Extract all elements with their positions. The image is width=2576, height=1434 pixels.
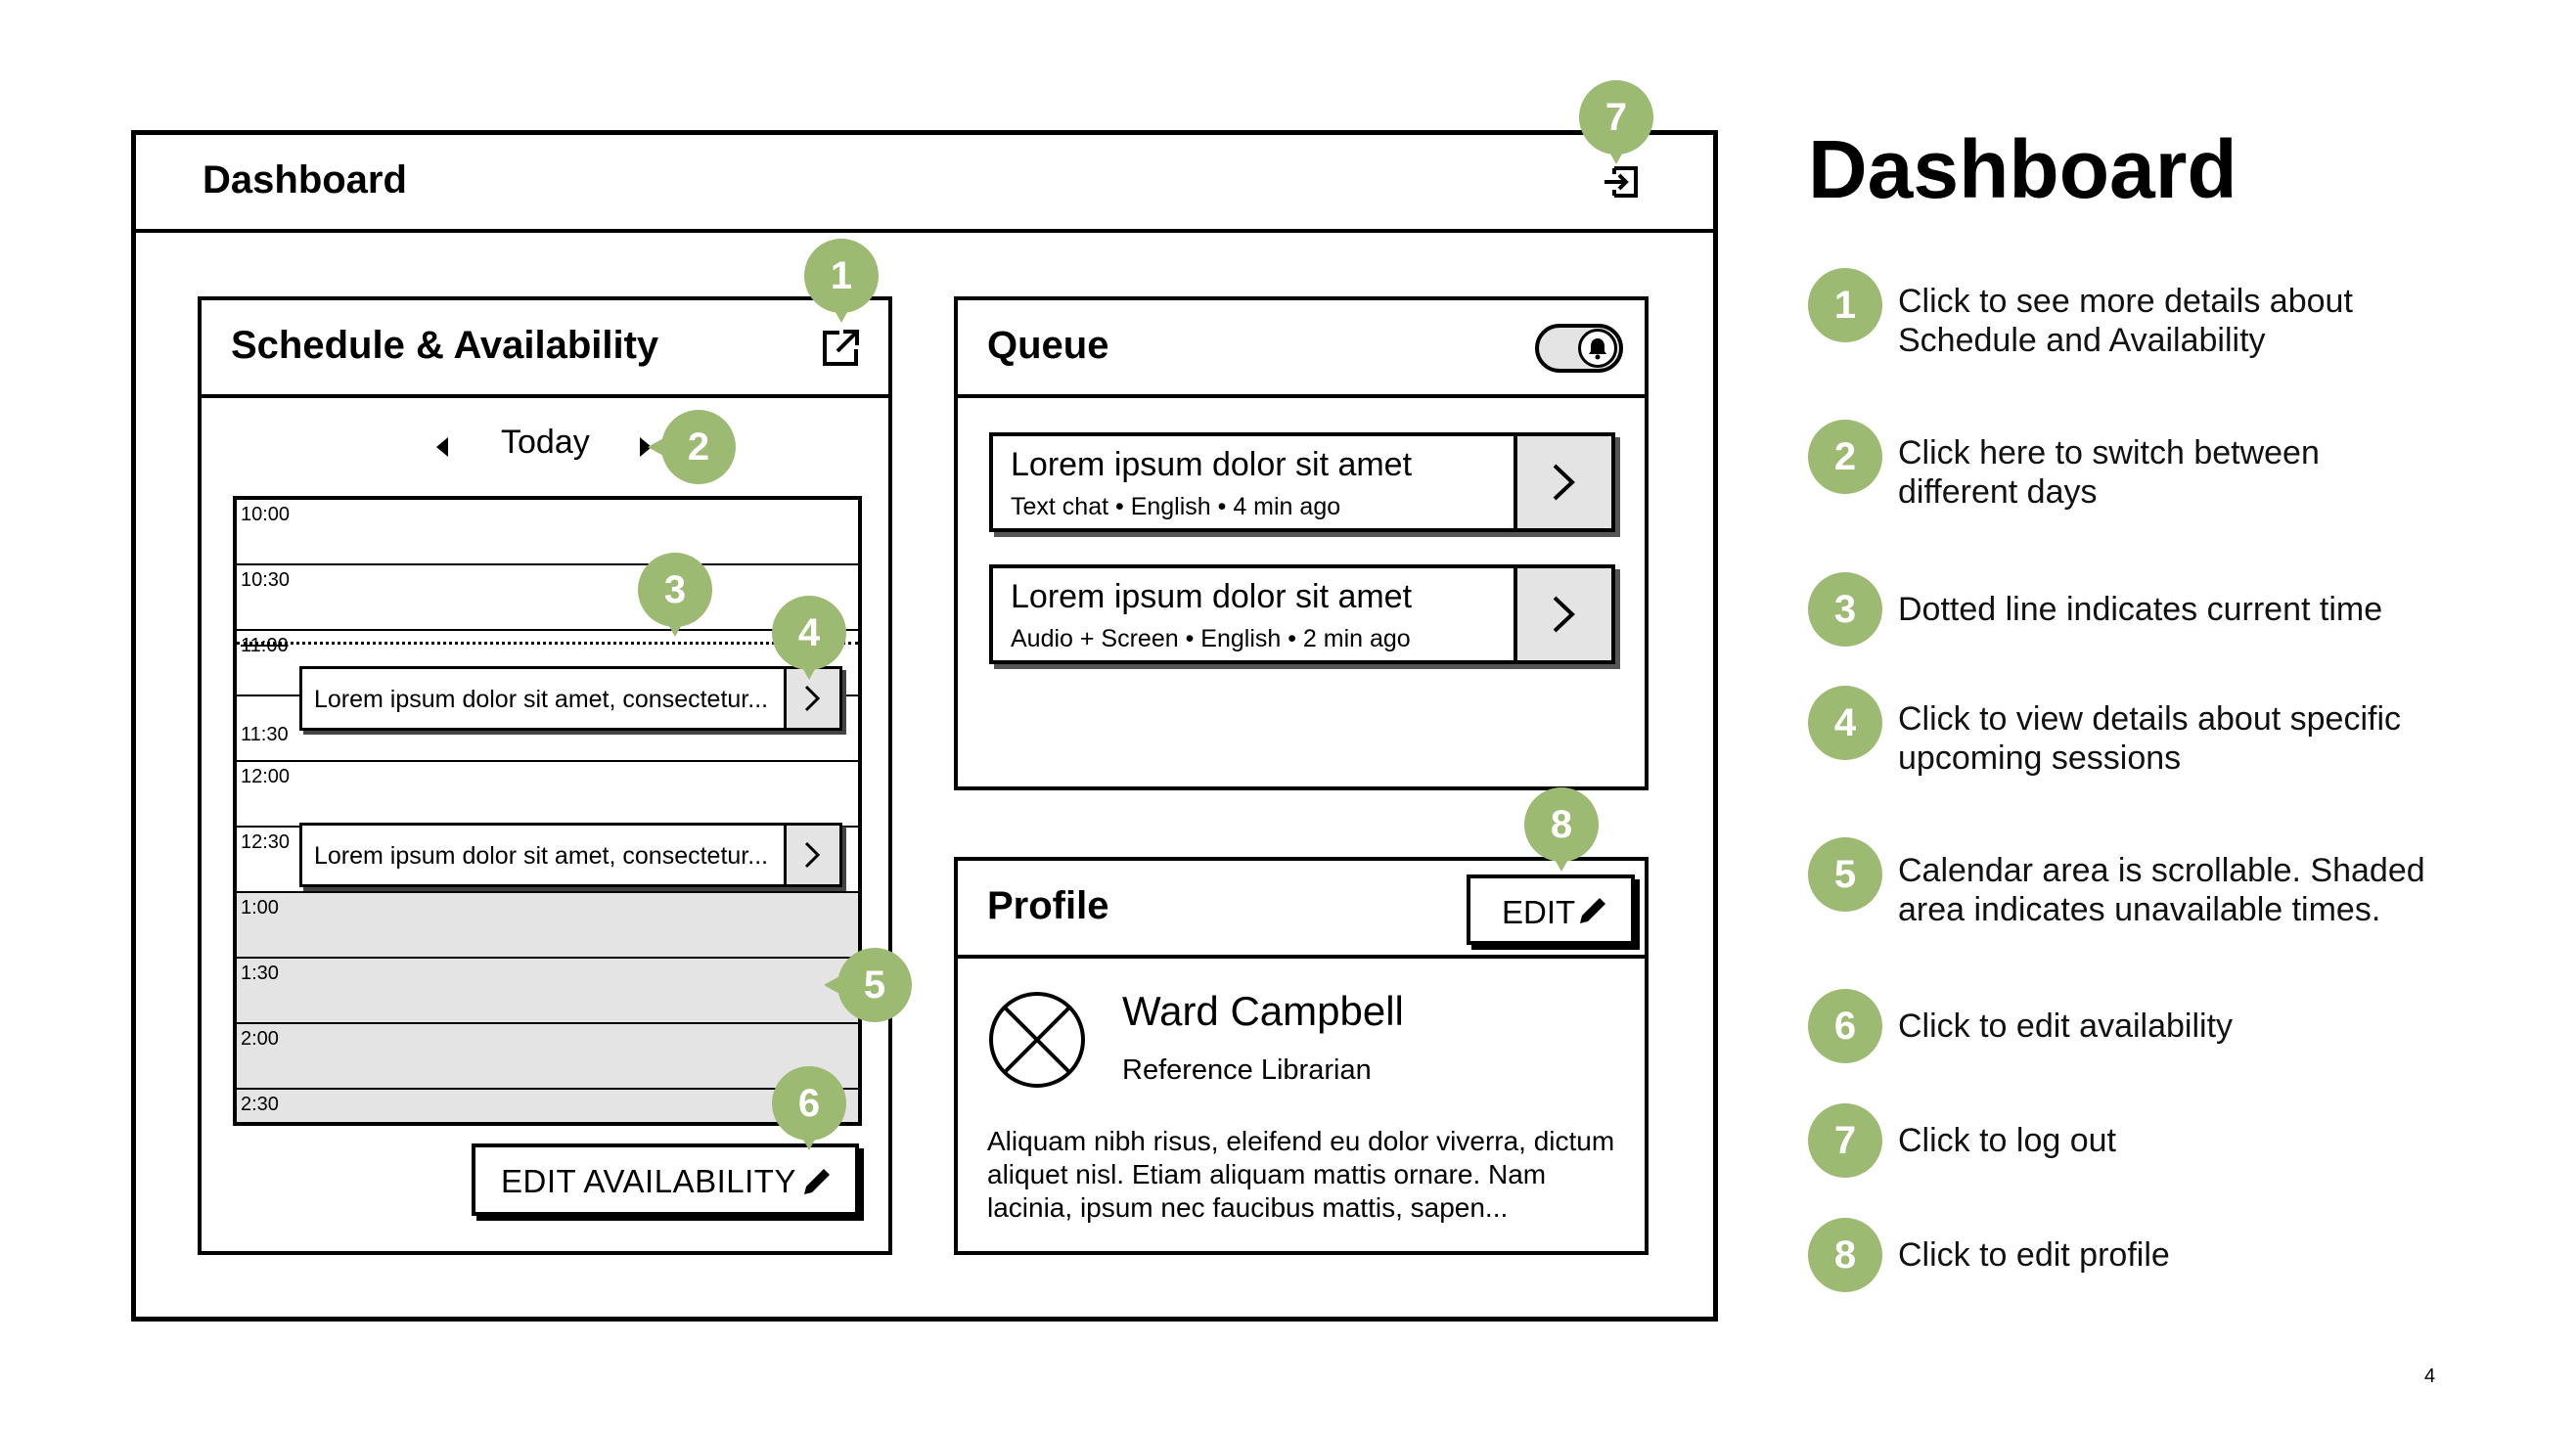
- time-label: 11:00: [241, 635, 289, 656]
- time-label: 10:00: [241, 504, 291, 525]
- placeholder-avatar-icon: [989, 992, 1085, 1088]
- time-label: 2:00: [241, 1028, 279, 1050]
- dashboard-header: Dashboard: [136, 135, 1713, 233]
- time-label: 11:30: [241, 724, 289, 745]
- page-number: 4: [2424, 1366, 2436, 1387]
- legend-text: Click to edit availability: [1898, 1008, 2234, 1045]
- session-item[interactable]: Lorem ipsum dolor sit amet, consectetur.…: [299, 823, 842, 887]
- time-slot-unavailable: 2:00: [237, 1024, 858, 1090]
- chevron-right-icon: [804, 685, 821, 712]
- time-label: 12:00: [241, 766, 291, 787]
- profile-card-header: Profile EDIT: [958, 861, 1645, 959]
- pencil-icon: [1580, 898, 1605, 923]
- callout-marker: 6: [772, 1066, 846, 1150]
- legend-text: Calendar area is scrollable. Shaded area…: [1898, 852, 2425, 928]
- schedule-card-header: Schedule & Availability: [202, 300, 888, 398]
- chevron-right-icon: [804, 841, 821, 869]
- legend-number: 4: [1808, 686, 1882, 760]
- time-slot: 12:00: [237, 762, 858, 828]
- queue-item-meta: Audio + Screen • English • 2 min ago: [1011, 625, 1411, 652]
- queue-item-open-button[interactable]: [1514, 436, 1611, 528]
- edit-profile-label: EDIT: [1502, 894, 1576, 930]
- time-label: 12:30: [241, 831, 291, 853]
- session-item[interactable]: Lorem ipsum dolor sit amet, consectetur.…: [299, 666, 842, 731]
- time-slot-unavailable: 2:30: [237, 1090, 858, 1122]
- session-open-button[interactable]: [784, 826, 839, 884]
- queue-item-title: Lorem ipsum dolor sit amet: [1011, 578, 1413, 615]
- legend-number: 7: [1808, 1103, 1882, 1178]
- callout-marker: 1: [804, 239, 879, 323]
- time-slot: 10:00: [237, 500, 858, 565]
- legend-number: 1: [1808, 268, 1882, 342]
- external-link-icon[interactable]: [820, 328, 861, 369]
- chevron-right-icon: [1553, 464, 1575, 501]
- session-text: Lorem ipsum dolor sit amet, consectetur.…: [314, 842, 769, 870]
- legend-number: 3: [1808, 572, 1882, 647]
- callout-marker: 7: [1579, 80, 1653, 164]
- legend-number: 5: [1808, 837, 1882, 912]
- time-label: 2:30: [241, 1094, 279, 1115]
- queue-card-header: Queue: [958, 300, 1645, 398]
- time-label: 1:00: [241, 897, 279, 919]
- session-text: Lorem ipsum dolor sit amet, consectetur.…: [314, 686, 769, 713]
- time-slot: 12:30: [237, 828, 858, 893]
- legend-text: Click here to switch between different d…: [1898, 434, 2320, 511]
- time-slot: 11:30: [237, 696, 858, 762]
- legend-number: 2: [1808, 420, 1882, 494]
- schedule-card-title: Schedule & Availability: [231, 324, 659, 367]
- dashboard-title: Dashboard: [203, 158, 407, 202]
- callout-marker: 4: [772, 596, 846, 680]
- queue-card: Queue Lorem ipsum dolor sit amet Text ch…: [954, 296, 1649, 790]
- profile-card: Profile EDIT Ward Campbell Reference Lib…: [954, 857, 1649, 1255]
- caret-left-icon[interactable]: [436, 437, 448, 457]
- legend-number: 6: [1808, 989, 1882, 1063]
- time-label: 1:30: [241, 963, 279, 984]
- time-slot-unavailable: 1:30: [237, 959, 858, 1024]
- toggle-knob: [1578, 329, 1617, 368]
- legend-text: Dotted line indicates current time: [1898, 591, 2383, 628]
- queue-item-meta: Text chat • English • 4 min ago: [1011, 493, 1341, 520]
- schedule-card: Schedule & Availability Today 10:00 10:3…: [198, 296, 892, 1255]
- logout-icon[interactable]: [1601, 160, 1644, 203]
- pencil-icon: [804, 1169, 830, 1194]
- callout-marker: 2: [648, 410, 736, 484]
- legend-title: Dashboard: [1808, 123, 2237, 215]
- profile-bio: Aliquam nibh risus, eleifend eu dolor vi…: [987, 1126, 1615, 1223]
- profile-name: Ward Campbell: [1122, 988, 1404, 1034]
- queue-card-title: Queue: [987, 324, 1109, 367]
- time-slot: 10:30: [237, 565, 858, 631]
- notification-toggle[interactable]: [1535, 324, 1623, 373]
- time-label: 10:30: [241, 569, 291, 591]
- callout-marker: 8: [1524, 787, 1599, 872]
- legend-text: Click to see more details about Schedule…: [1898, 283, 2353, 359]
- calendar-area[interactable]: 10:00 10:30 11:00 11:30 12:00 12:30 1:00…: [233, 496, 862, 1126]
- callout-marker: 5: [824, 948, 912, 1022]
- chevron-right-icon: [1553, 596, 1575, 633]
- legend-text: Click to edit profile: [1898, 1236, 2170, 1274]
- queue-item-open-button[interactable]: [1514, 568, 1611, 660]
- profile-role: Reference Librarian: [1122, 1054, 1372, 1086]
- day-label: Today: [501, 424, 590, 461]
- edit-availability-button[interactable]: EDIT AVAILABILITY: [472, 1143, 859, 1216]
- time-slot-unavailable: 1:00: [237, 893, 858, 959]
- callout-marker: 3: [638, 553, 712, 637]
- current-time-line: [237, 642, 858, 645]
- legend-number: 8: [1808, 1218, 1882, 1292]
- edit-availability-label: EDIT AVAILABILITY: [501, 1163, 796, 1199]
- profile-card-title: Profile: [987, 884, 1109, 927]
- bell-icon: [1589, 338, 1606, 360]
- queue-item[interactable]: Lorem ipsum dolor sit amet Text chat • E…: [989, 432, 1615, 532]
- legend-text: Click to view details about specific upc…: [1898, 700, 2402, 777]
- queue-item[interactable]: Lorem ipsum dolor sit amet Audio + Scree…: [989, 564, 1615, 664]
- queue-item-title: Lorem ipsum dolor sit amet: [1011, 446, 1413, 483]
- edit-profile-button[interactable]: EDIT: [1467, 874, 1635, 945]
- legend-text: Click to log out: [1898, 1122, 2116, 1159]
